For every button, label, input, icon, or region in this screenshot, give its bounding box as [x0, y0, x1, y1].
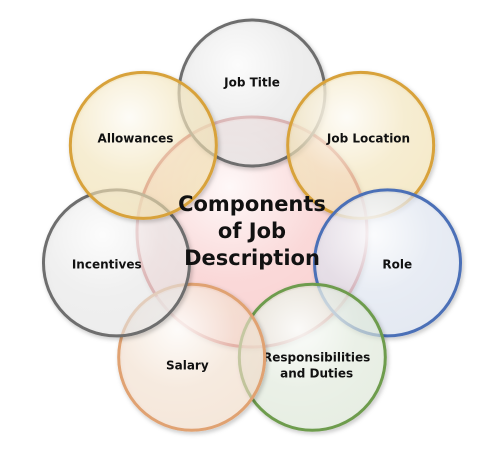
circle-job-location-highlight [290, 75, 431, 216]
label-role-line: Role [382, 258, 412, 272]
label-responsibilities-and-duties: Responsibilities and Duties [263, 351, 370, 381]
label-allowances: Allowances [98, 132, 174, 146]
center-title-line: Components [178, 192, 326, 216]
label-allowances-line: Allowances [98, 132, 174, 146]
circle-incentives-highlight [46, 192, 187, 333]
circle-responsibilities-and-duties [237, 282, 387, 432]
circle-incentives [41, 188, 191, 338]
label-job-location-line: Job Location [326, 132, 410, 146]
center-title-line: of Job [218, 219, 286, 243]
label-salary: Salary [166, 359, 209, 373]
label-job-title-line: Job Title [223, 76, 280, 90]
circle-allowances [68, 70, 218, 220]
circle-job-title-highlight [182, 23, 322, 163]
label-job-location: Job Location [326, 132, 410, 146]
label-incentives-line: Incentives [72, 258, 142, 272]
center-title-line: Description [184, 246, 320, 270]
label-job-title: Job Title [223, 76, 280, 90]
label-role: Role [382, 258, 412, 272]
label-salary-line: Salary [166, 359, 209, 373]
label-incentives: Incentives [72, 258, 142, 272]
circle-allowances-highlight [73, 75, 214, 216]
label-responsibilities-and-duties-line: Responsibilities [263, 351, 370, 365]
circle-responsibilities-and-duties-highlight [242, 287, 383, 428]
label-responsibilities-and-duties-line: and Duties [280, 367, 353, 381]
